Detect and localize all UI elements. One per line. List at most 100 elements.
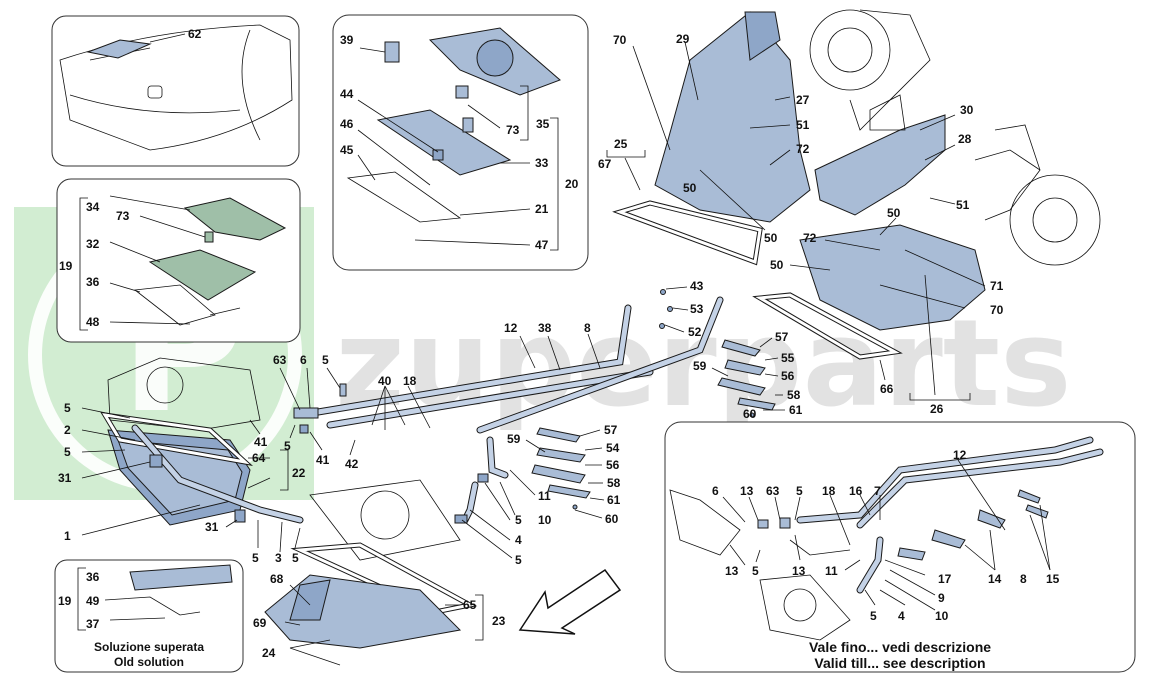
- label-59a: 59: [693, 359, 707, 373]
- center-hoses: 11 10 5 4 5: [454, 469, 552, 567]
- label-18b: 18: [822, 484, 836, 498]
- label-26: 26: [930, 402, 944, 416]
- label-12a: 12: [504, 321, 518, 335]
- label-69: 69: [253, 616, 267, 630]
- label-66: 66: [880, 382, 894, 396]
- direction-arrow: [518, 568, 622, 635]
- inset-old-solution: 36 49 37 19 Soluzione superata Old solut…: [54, 559, 244, 673]
- label-4b: 4: [898, 609, 905, 623]
- label-8b: 8: [1020, 572, 1027, 586]
- label-17: 17: [938, 572, 952, 586]
- label-57a: 57: [775, 330, 789, 344]
- label-51b: 51: [956, 198, 970, 212]
- label-10a: 10: [538, 513, 552, 527]
- label-72a: 72: [796, 142, 810, 156]
- label-3: 3: [275, 551, 282, 565]
- label-13b: 13: [725, 564, 739, 578]
- label-64: 64: [252, 451, 266, 465]
- label-36b: 36: [86, 570, 100, 584]
- label-24: 24: [262, 646, 276, 660]
- label-45: 45: [340, 143, 354, 157]
- label-38: 38: [538, 321, 552, 335]
- label-29: 29: [676, 32, 690, 46]
- label-50c: 50: [887, 206, 901, 220]
- label-18a: 18: [403, 374, 417, 388]
- label-53: 53: [690, 302, 704, 316]
- label-7: 7: [874, 484, 881, 498]
- label-61a: 61: [789, 403, 803, 417]
- label-5f: 5: [292, 551, 299, 565]
- caption-old-it: Soluzione superata: [94, 640, 204, 654]
- label-70b: 70: [990, 303, 1004, 317]
- label-47: 47: [535, 238, 549, 252]
- label-6a: 6: [300, 353, 307, 367]
- label-31b: 31: [205, 520, 219, 534]
- label-5d: 5: [284, 439, 291, 453]
- inset-radiator-assembly: 39 44 46 45 73 35 33 20 21 47: [332, 14, 589, 271]
- label-52: 52: [688, 325, 702, 339]
- label-65: 65: [463, 598, 477, 612]
- inset-radiator-group: 34 73 32 36 48 19: [56, 178, 301, 343]
- label-50a: 50: [683, 181, 697, 195]
- label-36a: 36: [86, 275, 100, 289]
- label-72b: 72: [803, 231, 817, 245]
- label-27: 27: [796, 93, 810, 107]
- label-43: 43: [690, 279, 704, 293]
- inset-valid-till: 12 6 13 63 5 18 16 7 13 5 13 11 17 9 14 …: [664, 421, 1136, 673]
- label-56b: 56: [606, 458, 620, 472]
- label-33: 33: [535, 156, 549, 170]
- label-63a: 63: [273, 353, 287, 367]
- label-21: 21: [535, 202, 549, 216]
- label-5c: 5: [64, 445, 71, 459]
- clamps-lower: 57 59 54 56 58 61 60: [507, 423, 621, 526]
- label-11b: 11: [825, 564, 838, 578]
- label-58a: 58: [787, 388, 801, 402]
- label-5j: 5: [752, 564, 759, 578]
- label-63b: 63: [766, 484, 780, 498]
- label-9: 9: [938, 591, 945, 605]
- label-6b: 6: [712, 484, 719, 498]
- label-15: 15: [1046, 572, 1060, 586]
- label-60a: 60: [743, 407, 757, 421]
- label-11a: 11: [538, 489, 551, 503]
- label-13a: 13: [740, 484, 754, 498]
- label-23: 23: [492, 614, 506, 628]
- label-2: 2: [64, 423, 71, 437]
- label-14: 14: [988, 572, 1002, 586]
- label-58b: 58: [607, 476, 621, 490]
- label-22: 22: [292, 466, 306, 480]
- clamps-upper: 57 55 56 59 58 60 61: [693, 330, 803, 421]
- label-37: 37: [86, 617, 100, 631]
- label-25: 25: [614, 137, 628, 151]
- inset-car-front: 62: [51, 15, 300, 167]
- label-5b: 5: [64, 401, 71, 415]
- label-70a: 70: [613, 33, 627, 47]
- label-28: 28: [958, 132, 972, 146]
- label-1: 1: [64, 529, 71, 543]
- label-40: 40: [378, 374, 392, 388]
- label-56a: 56: [781, 369, 795, 383]
- label-49: 49: [86, 594, 100, 608]
- caption-valid-en: Valid till... see description: [814, 655, 985, 671]
- label-5g: 5: [515, 513, 522, 527]
- label-16: 16: [849, 484, 863, 498]
- label-46: 46: [340, 117, 354, 131]
- label-73b: 73: [506, 123, 520, 137]
- label-60b: 60: [605, 512, 619, 526]
- label-41a: 41: [254, 435, 268, 449]
- label-32: 32: [86, 237, 100, 251]
- label-31a: 31: [58, 471, 72, 485]
- label-34: 34: [86, 200, 100, 214]
- label-30: 30: [960, 103, 974, 117]
- label-5a: 5: [322, 353, 329, 367]
- label-42: 42: [345, 457, 359, 471]
- label-5h: 5: [515, 553, 522, 567]
- label-44: 44: [340, 87, 354, 101]
- label-19a: 19: [59, 259, 73, 273]
- label-54: 54: [606, 441, 620, 455]
- air-ducts: 70 29 27 51 72 25 67 50 50 30 28 51 50 7…: [598, 11, 1004, 416]
- label-8a: 8: [584, 321, 591, 335]
- label-5k: 5: [870, 609, 877, 623]
- label-50d: 50: [770, 258, 784, 272]
